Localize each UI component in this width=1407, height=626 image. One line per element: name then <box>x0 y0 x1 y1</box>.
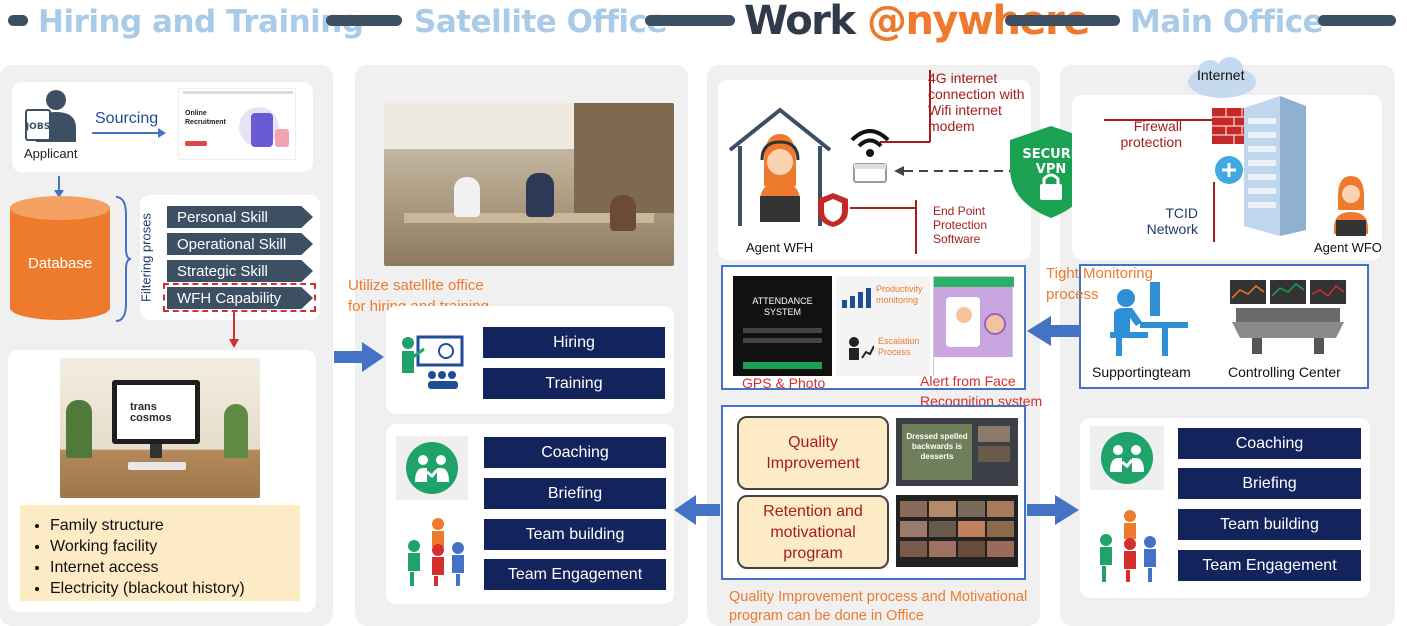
brace-icon <box>115 196 132 322</box>
quality-improvement-box: Quality Improvement <box>737 416 889 490</box>
coaching-icon <box>396 436 468 500</box>
controlling-center-label: Controlling Center <box>1228 364 1341 380</box>
agent-wfo-icon <box>1334 176 1368 236</box>
wfh-capability-highlight <box>163 283 316 312</box>
right-arrow-icon <box>334 342 384 372</box>
monitor-logo: trans cosmos <box>130 401 172 424</box>
red-line-endpoint <box>850 200 917 254</box>
internet-connection-note: 4G internet connection with Wifi interne… <box>928 70 1025 134</box>
wifi-modem-icon <box>850 129 890 183</box>
secure-vpn-shield-icon: SECURE VPN <box>1010 126 1092 218</box>
productivity-label: Productivity monitoring <box>876 284 923 305</box>
down-arrow-icon <box>54 176 64 198</box>
briefing-button: Briefing <box>484 478 666 509</box>
wfh-checklist: Family structure Working facility Intern… <box>20 505 300 601</box>
firewall-label: Firewall protection <box>1120 118 1182 150</box>
team-building-button: Team building <box>484 519 666 550</box>
checklist-item: Internet access <box>50 557 300 578</box>
internet-label: Internet <box>1197 67 1245 83</box>
main-briefing-button: Briefing <box>1178 468 1361 499</box>
header-bar <box>645 15 735 26</box>
red-down-arrow-icon <box>229 312 239 348</box>
hiring-training-title: Hiring and Training <box>38 4 364 40</box>
escalation-icon <box>849 337 874 360</box>
agent-wfh-icon <box>728 107 832 226</box>
attendance-system-screen: ATTENDANCE SYSTEM <box>733 276 832 376</box>
recruit-title: Online Recruitment <box>185 110 226 126</box>
gps-photo-label: GPS & Photo <box>742 375 826 391</box>
filter-operational-skill: Operational Skill <box>167 233 313 255</box>
filter-personal-skill: Personal Skill <box>167 206 313 228</box>
main-coaching-button: Coaching <box>1178 428 1361 459</box>
applicant-icon: JOBS <box>25 90 76 142</box>
main-coaching-icon <box>1090 426 1164 490</box>
satellite-office-title: Satellite Office <box>414 4 667 40</box>
training-presentation-icon <box>402 335 464 389</box>
checklist-item: Working facility <box>50 536 300 557</box>
left-arrow-icon <box>674 495 720 525</box>
checklist-item: Electricity (blackout history) <box>50 578 300 599</box>
supporting-team-icon <box>1110 282 1188 356</box>
header-bar <box>326 15 402 26</box>
firewall-line <box>1104 119 1212 121</box>
quality-video-thumbnail: Dressed spelled backwards is desserts <box>896 418 1018 486</box>
hiring-button: Hiring <box>483 327 665 358</box>
applicant-label: Applicant <box>24 146 78 161</box>
main-team-building-icon <box>1100 510 1156 582</box>
header-bar-left <box>8 15 28 26</box>
coaching-button: Coaching <box>484 437 666 468</box>
face-recognition-screen <box>933 276 1014 377</box>
svg-text:SECURE: SECURE <box>1022 147 1079 162</box>
supporting-team-label: Supportingteam <box>1092 364 1191 380</box>
right-arrow-icon-bottom <box>1027 495 1079 525</box>
router-icon <box>1215 156 1243 184</box>
left-arrow-icon-monitor <box>1027 316 1079 346</box>
tcid-line <box>1213 182 1215 242</box>
red-line-4g <box>880 70 931 143</box>
filter-wfh-capability: WFH Capability <box>167 287 313 309</box>
internet-cloud-icon <box>1188 57 1256 98</box>
workspace-photo: trans cosmos <box>60 358 260 498</box>
agent-wfh-label: Agent WFH <box>746 240 814 255</box>
control-center-icon <box>1230 280 1346 354</box>
shield-icon <box>818 193 848 227</box>
filtering-label: Filtering proses <box>138 213 154 302</box>
tcid-network-label: TCID Network <box>1146 205 1198 237</box>
sourcing-arrow-icon <box>92 128 166 138</box>
team-building-icon <box>408 518 464 586</box>
team-engagement-button: Team Engagement <box>484 559 666 590</box>
building-icon <box>1244 96 1306 236</box>
agent-wfo-label: Agent WFO <box>1314 240 1382 255</box>
video-caption: Dressed spelled backwards is desserts <box>906 432 968 461</box>
satellite-office-photo <box>384 103 674 266</box>
video-meeting-thumbnail <box>896 495 1018 567</box>
svg-text:VPN: VPN <box>1036 162 1066 177</box>
bar-chart-icon <box>842 288 871 308</box>
main-office-title: Main Office <box>1130 4 1324 40</box>
escalation-label: Escalation Process <box>878 336 920 357</box>
training-button: Training <box>483 368 665 399</box>
endpoint-protection-note: End Point Protection Software <box>933 204 988 246</box>
attendance-title: ATTENDANCE SYSTEM <box>752 296 813 317</box>
online-recruitment-thumbnail: Online Recruitment <box>178 88 296 160</box>
svg-text:JOBS: JOBS <box>25 122 50 132</box>
productivity-card: Productivity monitoring Escalation Proce… <box>836 276 930 376</box>
filter-strategic-skill: Strategic Skill <box>167 260 313 282</box>
bottom-note: Quality Improvement process and Motivati… <box>729 589 1028 624</box>
tight-monitoring-label: Tight Monitoring process <box>1046 265 1153 303</box>
sourcing-label: Sourcing <box>95 110 159 127</box>
retention-program-box: Retention and motivational program <box>737 495 889 569</box>
database-label: Database <box>28 255 93 272</box>
header-bar-right <box>1318 15 1396 26</box>
database-icon <box>10 196 110 320</box>
main-team-engagement-button: Team Engagement <box>1178 550 1361 581</box>
header-bar <box>1005 15 1120 26</box>
checklist-item: Family structure <box>50 515 300 536</box>
main-team-building-button: Team building <box>1178 509 1361 540</box>
